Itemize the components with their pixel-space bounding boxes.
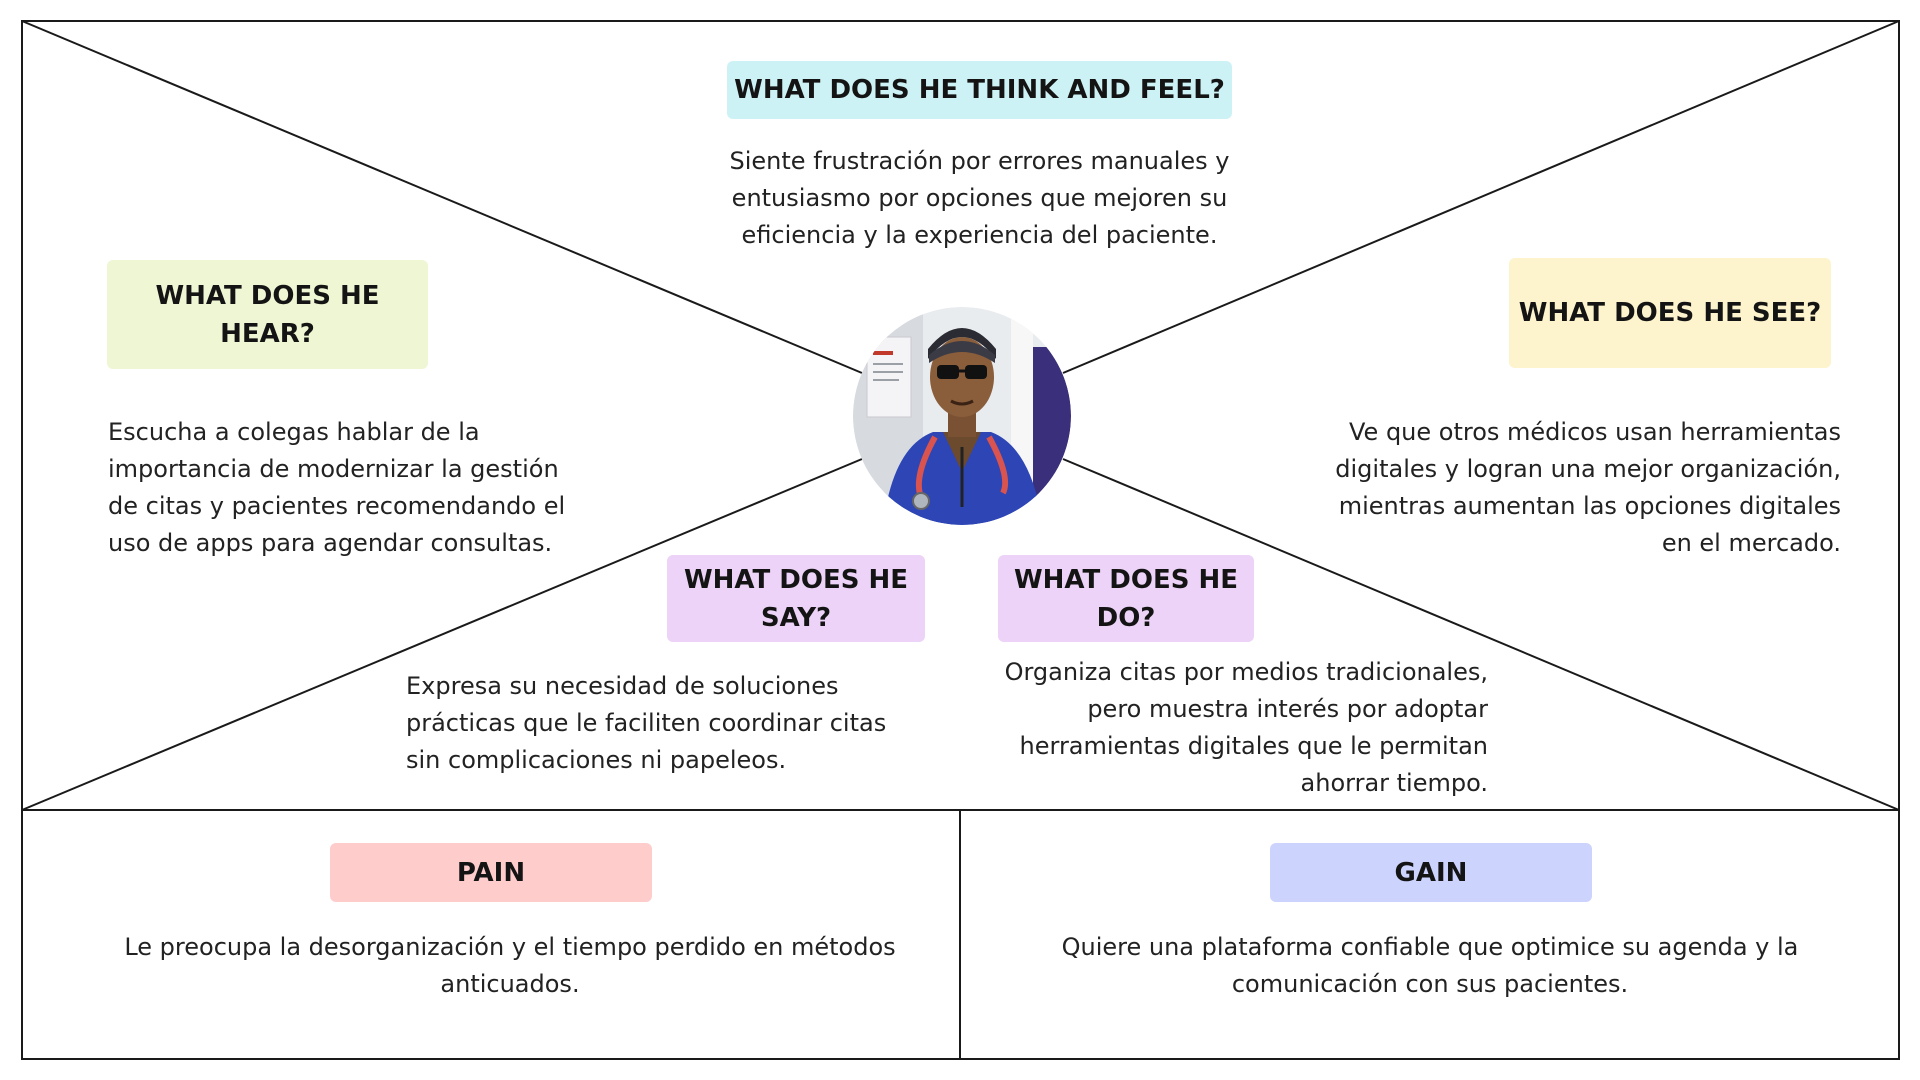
pain-label: PAIN — [330, 843, 652, 902]
diagonal-bottom-right — [1062, 458, 1900, 811]
hear-text: Escucha a colegas hablar de la importanc… — [108, 418, 566, 557]
diagonal-top-right — [1062, 20, 1900, 374]
do-label: WHAT DOES HE DO? — [998, 555, 1254, 642]
diagonal-bottom-left — [21, 458, 863, 811]
see-label: WHAT DOES HE SEE? — [1509, 258, 1831, 368]
hear-label: WHAT DOES HE HEAR? — [107, 260, 428, 369]
see-text: Ve que otros médicos usan herramientas d… — [1335, 418, 1841, 557]
say-text: Expresa su necesidad de soluciones práct… — [406, 672, 887, 774]
gain-text: Quiere una plataforma confiable que opti… — [1061, 933, 1799, 998]
diagonal-top-left — [21, 20, 863, 374]
doctor-portrait-icon — [853, 307, 1071, 525]
think-feel-label: WHAT DOES HE THINK AND FEEL? — [727, 61, 1232, 119]
say-label: WHAT DOES HE SAY? — [667, 555, 925, 642]
gain-label: GAIN — [1270, 843, 1592, 902]
think-feel-text: Siente frustración por errores manuales … — [729, 147, 1230, 249]
do-text: Organiza citas por medios tradicionales,… — [1004, 658, 1488, 797]
pain-text: Le preocupa la desorganización y el tiem… — [124, 933, 896, 998]
